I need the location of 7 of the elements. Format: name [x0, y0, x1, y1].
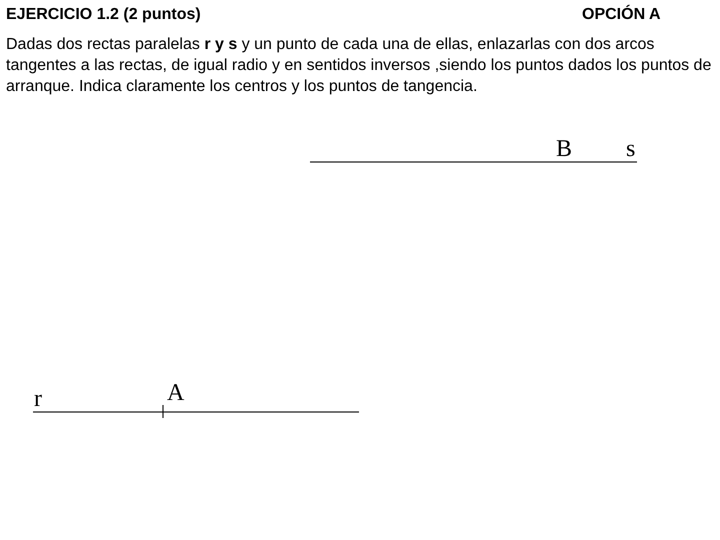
point-label: A — [167, 380, 184, 407]
line-label: r — [34, 386, 42, 413]
option-heading: OPCIÓN A — [582, 6, 661, 24]
title: EJERCICIO 1.2 (2 puntos) — [6, 6, 201, 24]
line-label: s — [626, 136, 636, 163]
point-label: B — [556, 136, 572, 163]
instructions-paragraph: Dadas dos rectas paralelas r y s y un punto de cada una de ellas, enlazarlas con dos arcos tangentes a las rectas, de igual radio y en sentidos inversos ,siendo los puntos dados los puntos de arranque. Indica claramente los centros y los puntos de tangencia. — [6, 35, 712, 97]
